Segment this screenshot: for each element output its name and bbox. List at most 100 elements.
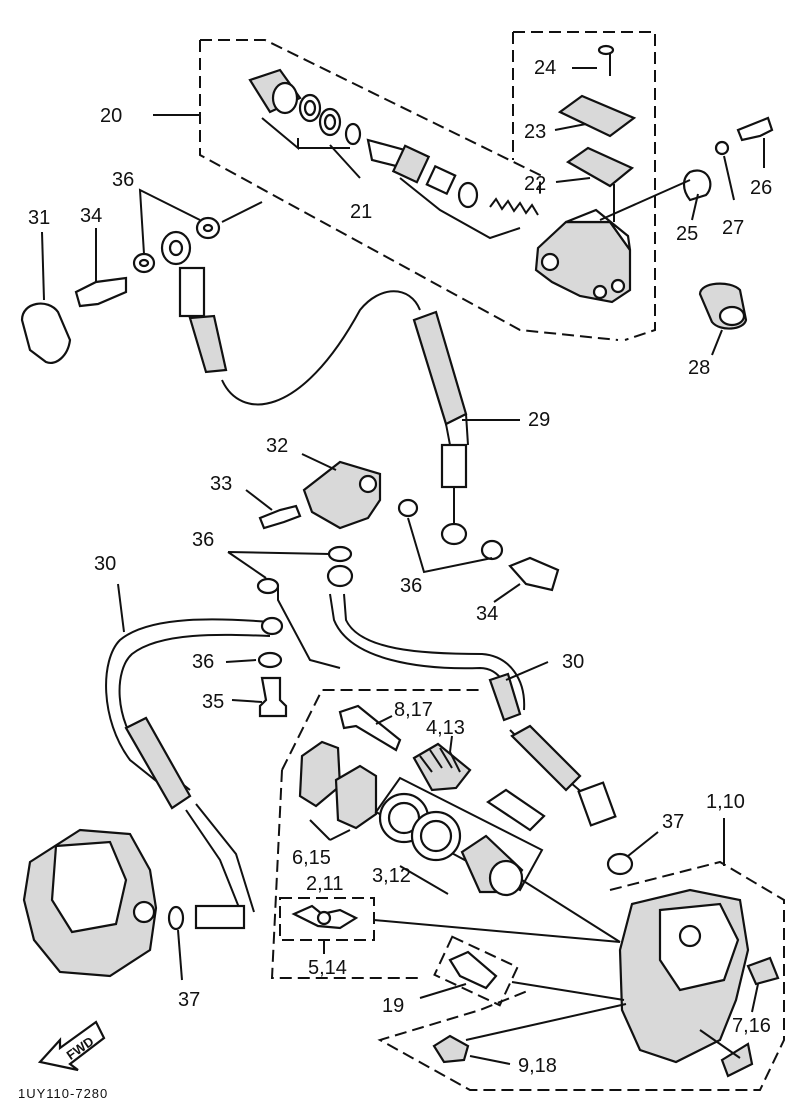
piston-cup bbox=[425, 164, 457, 196]
leader-30b bbox=[505, 661, 549, 681]
callout-26: 26 bbox=[750, 177, 772, 199]
callout-37b: 37 bbox=[178, 989, 200, 1011]
leader-31 bbox=[41, 231, 45, 301]
upper-hose-ferrule bbox=[178, 266, 206, 318]
reservoir-cap-22 bbox=[565, 146, 635, 188]
cylinder-port bbox=[540, 252, 560, 272]
pad-6 bbox=[298, 740, 342, 808]
bolt-8-17 bbox=[338, 704, 402, 752]
washer-27 bbox=[714, 140, 730, 156]
leader-716-b bbox=[699, 1029, 741, 1059]
washer-36c-2 bbox=[480, 539, 504, 561]
callout-19: 19 bbox=[382, 995, 404, 1017]
leader-19-caliper bbox=[511, 981, 625, 1001]
leader-37a bbox=[627, 831, 659, 857]
washer-37b bbox=[167, 905, 185, 931]
brake-joint-group bbox=[227, 453, 560, 669]
cylinder-mount-2 bbox=[610, 278, 626, 294]
callout-36d: 36 bbox=[192, 651, 214, 673]
upper-fittings bbox=[20, 188, 520, 546]
bracket-30-mid bbox=[277, 586, 341, 669]
cap-screw-head-24 bbox=[597, 44, 615, 56]
caliper-bore bbox=[678, 924, 702, 948]
sleeve-28-end bbox=[718, 305, 746, 327]
leader-615 bbox=[309, 819, 351, 841]
callout-29: 29 bbox=[528, 409, 550, 431]
bolt-35 bbox=[258, 676, 288, 718]
cylinder-reservoir bbox=[565, 208, 632, 251]
union-bolt-34a bbox=[74, 276, 128, 308]
master-cylinder-body bbox=[534, 208, 632, 304]
return-spring bbox=[489, 197, 539, 216]
pin-part bbox=[486, 788, 546, 832]
fwd-arrow: FWD bbox=[37, 1020, 106, 1072]
callout-3-12: 3,12 bbox=[372, 865, 411, 887]
fwd-arrow-shape bbox=[37, 1020, 106, 1072]
callout-24: 24 bbox=[534, 57, 556, 79]
callout-28: 28 bbox=[688, 357, 710, 379]
piston-kit bbox=[248, 68, 539, 240]
seal-ring-3 bbox=[344, 122, 362, 146]
callout-4-13: 4,13 bbox=[426, 717, 465, 739]
leader-19 bbox=[419, 983, 467, 999]
leader-piston-to-caliper bbox=[521, 879, 621, 943]
piston-end bbox=[457, 181, 479, 209]
callout-30b: 30 bbox=[562, 651, 584, 673]
washer-36a-1-hole bbox=[138, 258, 150, 268]
leader-bleed-caliper bbox=[373, 919, 621, 943]
callout-20: 20 bbox=[100, 105, 122, 127]
hose-29-banjo bbox=[440, 522, 468, 546]
bleed-screw-cap bbox=[316, 910, 332, 926]
left-caliper-port bbox=[132, 900, 156, 924]
callout-7-16: 7,16 bbox=[732, 1015, 771, 1037]
left-caliper bbox=[22, 828, 185, 981]
callout-35: 35 bbox=[202, 691, 224, 713]
leader-36b bbox=[227, 551, 331, 579]
leader-918 bbox=[469, 1055, 511, 1065]
hose-30-right-outer bbox=[343, 593, 526, 711]
leader-bracket-body bbox=[599, 179, 691, 221]
bleed-screw-box bbox=[279, 897, 375, 941]
upper-hose-tube bbox=[188, 314, 228, 374]
caliper-1-10-outline bbox=[377, 860, 785, 1091]
callout-36b: 36 bbox=[192, 529, 214, 551]
callout-9-18: 9,18 bbox=[518, 1055, 557, 1077]
callout-36a: 36 bbox=[112, 169, 134, 191]
bolt-33 bbox=[258, 504, 302, 530]
hose-30-left-lower-outer bbox=[195, 803, 255, 913]
washer-36b-2 bbox=[256, 577, 280, 595]
seal-ring-2-inner bbox=[323, 113, 337, 131]
hose-29-line bbox=[221, 290, 421, 406]
callout-8-17: 8,17 bbox=[394, 699, 433, 721]
hose-30-left-tube bbox=[124, 716, 192, 810]
callout-2-11: 2,11 bbox=[306, 873, 343, 895]
washer-36d bbox=[257, 651, 283, 669]
hose-29-ferrule bbox=[440, 443, 468, 489]
union-bolt-34b bbox=[508, 556, 560, 592]
leader-30a bbox=[117, 583, 125, 633]
hose-30-left-ferrule bbox=[194, 904, 246, 930]
leader-22 bbox=[555, 177, 591, 183]
leader-918-caliper bbox=[465, 1003, 627, 1041]
callout-1-10: 1,10 bbox=[706, 791, 745, 813]
seal-ring-1-inner bbox=[303, 99, 317, 117]
leader-32 bbox=[301, 453, 337, 471]
callout-31: 31 bbox=[28, 207, 50, 229]
leader-35 bbox=[231, 699, 263, 703]
pad-15 bbox=[334, 764, 378, 830]
upper-banjo-hole bbox=[168, 239, 184, 257]
reservoir-outline bbox=[512, 31, 656, 341]
callout-23: 23 bbox=[524, 121, 546, 143]
leader-36a bbox=[138, 188, 201, 255]
joint-32-port bbox=[358, 474, 378, 494]
callout-36c: 36 bbox=[400, 575, 422, 597]
washer-36b-1 bbox=[327, 545, 353, 563]
group-20-outline bbox=[199, 39, 619, 341]
caliper-outline bbox=[270, 689, 480, 979]
callout-5-14: 5,14 bbox=[308, 957, 347, 979]
bolt-19 bbox=[448, 950, 498, 990]
diagram-code: 1UY110-7280 bbox=[18, 1086, 108, 1101]
leader-716 bbox=[751, 983, 759, 1013]
caliper-group bbox=[270, 689, 785, 1091]
